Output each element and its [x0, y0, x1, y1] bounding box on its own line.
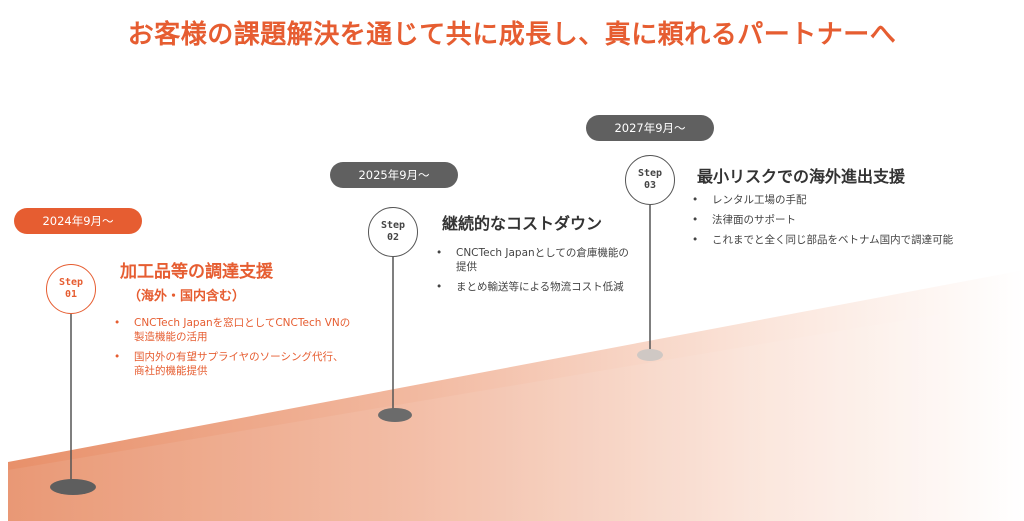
list-item: 法律面のサポート [690, 213, 1020, 227]
step-badge-number: 01 [64, 289, 78, 300]
step-2-bullet-list: CNCTech Japanとしての倉庫機能の提供 まとめ輸送等による物流コスト低… [434, 246, 634, 300]
step-badge-2: Step 02 [368, 207, 418, 257]
pin-base-step-1 [50, 479, 96, 495]
step-1-heading: 加工品等の調達支援 [120, 262, 273, 282]
list-item: まとめ輸送等による物流コスト低減 [434, 280, 634, 294]
step-badge-1: Step 01 [46, 264, 96, 314]
list-item: CNCTech Japanを窓口としてCNCTech VNの製造機能の活用 [112, 316, 352, 344]
page-title: お客様の課題解決を通じて共に成長し、真に頼れるパートナーへ [127, 20, 897, 50]
step-badge-number: 02 [386, 232, 400, 243]
road-highlight [8, 300, 1024, 521]
list-item: これまでと全く同じ部品をベトナム国内で調達可能 [690, 233, 1020, 247]
date-pill-step-3: 2027年9月～ [586, 115, 714, 141]
list-item: CNCTech Japanとしての倉庫機能の提供 [434, 246, 634, 274]
list-item: 国内外の有望サプライヤのソーシング代行、商社的機能提供 [112, 350, 352, 378]
step-badge-number: 03 [643, 180, 657, 191]
step-badge-label: Step [637, 168, 663, 179]
date-pill-step-1: 2024年9月～ [14, 208, 142, 234]
step-2-heading: 継続的なコストダウン [442, 214, 603, 233]
step-badge-label: Step [58, 277, 84, 288]
pin-base-step-2 [378, 408, 412, 422]
step-1-subheading: （海外・国内含む） [128, 289, 246, 304]
step-badge-label: Step [380, 220, 406, 231]
step-3-bullet-list: レンタル工場の手配 法律面のサポート これまでと全く同じ部品をベトナム国内で調達… [690, 193, 1020, 253]
step-3-heading: 最小リスクでの海外進出支援 [697, 167, 906, 186]
step-badge-3: Step 03 [625, 155, 675, 205]
road-band [8, 270, 1024, 521]
pin-base-step-3 [637, 349, 663, 361]
list-item: レンタル工場の手配 [690, 193, 1020, 207]
date-pill-step-2: 2025年9月～ [330, 162, 458, 188]
step-1-bullet-list: CNCTech Japanを窓口としてCNCTech VNの製造機能の活用 国内… [112, 316, 352, 384]
